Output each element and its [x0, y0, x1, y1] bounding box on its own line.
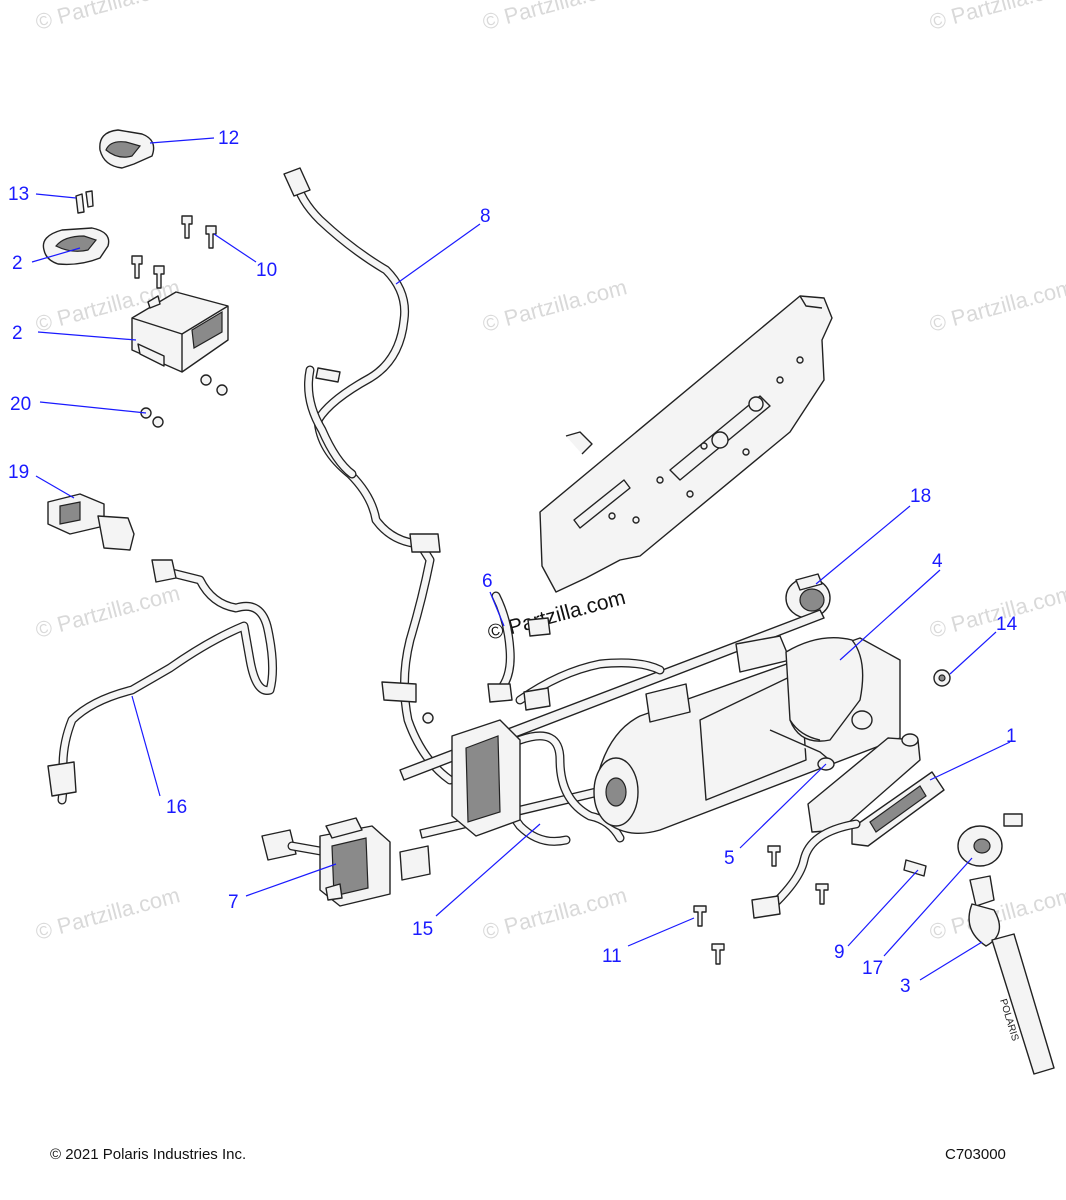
part-12-cap	[99, 129, 155, 169]
callout-8: 8	[480, 206, 491, 227]
part-2-module-small	[42, 227, 110, 266]
part-7-solenoid	[261, 817, 391, 907]
callout-10: 10	[256, 260, 277, 281]
callout-17: 17	[862, 958, 883, 979]
part-11-bolts	[422, 712, 829, 965]
callout-1: 1	[1006, 726, 1017, 747]
callout-6: 6	[482, 571, 493, 592]
drawing-id: C703000	[945, 1146, 1006, 1163]
callout-12: 12	[218, 128, 239, 149]
part-10-bolts	[131, 215, 217, 289]
callout-19: 19	[8, 462, 29, 483]
callout-4: 4	[932, 551, 943, 572]
copyright-text: © 2021 Polaris Industries Inc.	[50, 1146, 247, 1163]
callout-7: 7	[228, 892, 239, 913]
callout-labels: 12 13 2 10 2 20 19 8 18 4 6 14 1 5 16 7 …	[8, 128, 1018, 997]
part-14-nut	[933, 669, 951, 687]
callout-18: 18	[910, 486, 931, 507]
part-19-connector	[47, 493, 135, 551]
watermark: © Partzilla.com	[480, 882, 630, 945]
callout-3: 3	[900, 976, 911, 997]
callout-14: 14	[996, 614, 1018, 635]
part-9-bolts	[903, 813, 1023, 877]
watermark: © Partzilla.com	[480, 0, 630, 35]
callout-15: 15	[412, 919, 433, 940]
callout-16: 16	[166, 797, 187, 818]
watermark: © Partzilla.com	[927, 0, 1066, 35]
callout-5: 5	[724, 848, 735, 869]
part-8-harness	[283, 167, 455, 785]
callout-11: 11	[602, 946, 622, 967]
part-17-stopper	[957, 825, 1003, 867]
part-2-controller	[131, 291, 229, 373]
part-16-harness	[47, 559, 278, 805]
callout-2-small-module: 2	[12, 253, 23, 274]
part-1-fairlead	[807, 733, 945, 847]
lower-harness	[751, 819, 861, 919]
callout-9: 9	[834, 942, 845, 963]
part-6-cable	[487, 591, 551, 703]
mounting-plate	[539, 295, 833, 593]
part-18-knob	[785, 573, 831, 619]
part-4-winch	[593, 635, 901, 834]
watermark: © Partzilla.com	[33, 580, 183, 643]
watermark: © Partzilla.com	[480, 274, 630, 337]
watermark: © Partzilla.com	[927, 274, 1066, 337]
part-13-screws	[75, 190, 94, 214]
callout-13: 13	[8, 184, 29, 205]
callout-20: 20	[10, 394, 31, 415]
watermark: © Partzilla.com	[33, 882, 183, 945]
watermark: © Partzilla.com	[33, 0, 183, 35]
part-20-nuts	[140, 374, 228, 428]
leader-lines	[31, 137, 1011, 981]
callout-2-controller: 2	[12, 323, 23, 344]
